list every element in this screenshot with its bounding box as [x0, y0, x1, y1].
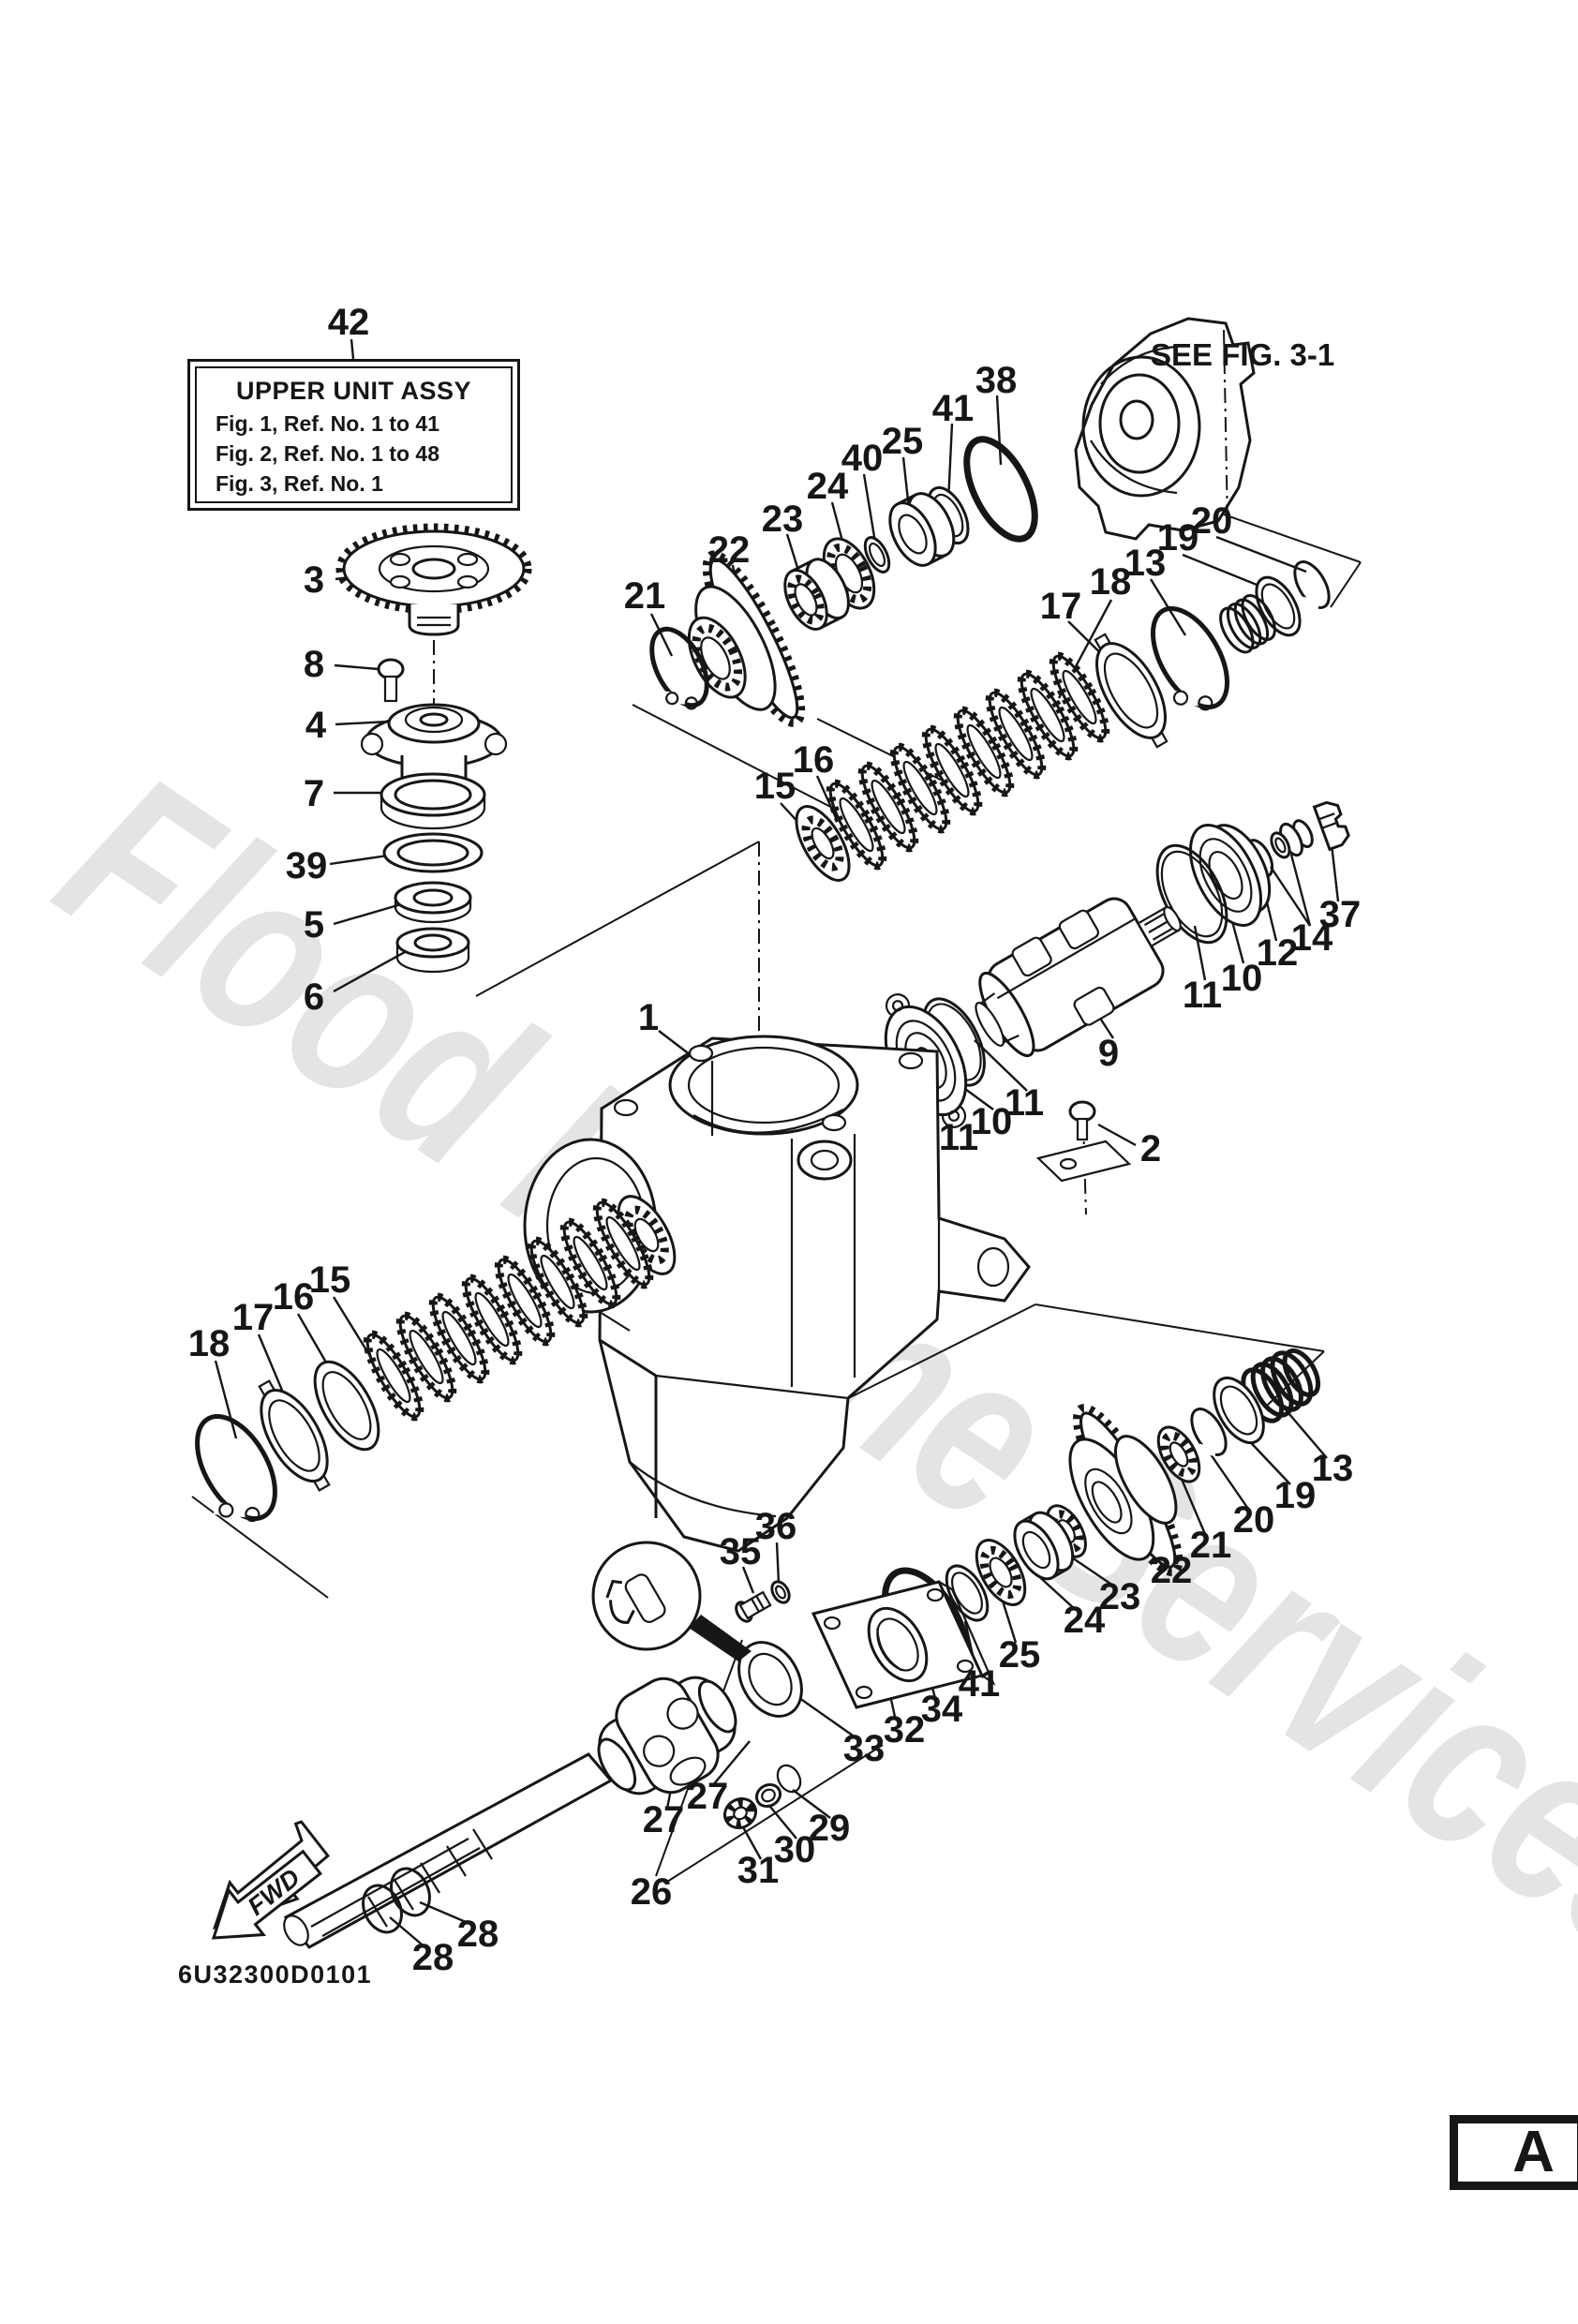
part-number-callout-26: 26 [630, 1871, 673, 1914]
part-number-callout-11: 11 [1004, 1082, 1045, 1125]
title-box-title: UPPER UNIT ASSY [235, 377, 472, 405]
lower-clutch-stack [195, 1187, 677, 1523]
part-number-callout-17: 17 [231, 1297, 275, 1339]
part-number-callout-41: 41 [958, 1663, 1001, 1706]
part-number-callout-27: 27 [642, 1799, 685, 1841]
part-number-callout-19: 19 [1273, 1475, 1317, 1517]
page-letter-box: A [1450, 2115, 1578, 2190]
part-number-callout-25: 25 [881, 421, 924, 463]
part-number-callout-20: 20 [1232, 1499, 1275, 1542]
detail-inset [591, 1541, 752, 1661]
part-number-callout-30: 30 [773, 1829, 816, 1871]
part-number-callout-2: 2 [1139, 1128, 1162, 1170]
part-number-callout-22: 22 [1150, 1550, 1193, 1592]
part-number-callout-41: 41 [931, 388, 975, 430]
part-number-callout-24: 24 [806, 466, 849, 508]
part-number-callout-42: 42 [327, 302, 370, 344]
drawing-code: 6U32300D0101 [178, 1960, 373, 1989]
part-number-callout-10: 10 [1220, 958, 1263, 1000]
part-number-callout-22: 22 [707, 529, 751, 572]
part-number-callout-33: 33 [842, 1728, 886, 1770]
driveshaft-ujoint-group [283, 1676, 802, 1949]
part-number-callout-15: 15 [753, 766, 796, 808]
part-number-callout-31: 31 [737, 1850, 780, 1892]
part-number-callout-18: 18 [1089, 561, 1132, 603]
part-number-callout-21: 21 [623, 575, 666, 618]
square-flange-32 [811, 1580, 996, 1709]
part-number-callout-32: 32 [883, 1709, 926, 1751]
part-number-callout-29: 29 [808, 1808, 851, 1850]
title-box: UPPER UNIT ASSY Fig. 1, Ref. No. 1 to 41… [187, 359, 520, 511]
part-number-callout-27: 27 [686, 1776, 729, 1818]
title-box-line-1: Fig. 1, Ref. No. 1 to 41 [216, 411, 439, 436]
part-number-callout-12: 12 [1256, 932, 1299, 975]
part-number-callout-37: 37 [1318, 894, 1362, 936]
part-number-callout-36: 36 [754, 1506, 797, 1548]
upper-gear-bearing-group [649, 436, 1038, 727]
part-number-callout-38: 38 [975, 360, 1018, 402]
part-number-callout-14: 14 [1290, 917, 1333, 960]
part-number-callout-7: 7 [303, 773, 325, 815]
part-number-callout-15: 15 [308, 1259, 351, 1302]
part-number-callout-1: 1 [637, 997, 660, 1039]
vertical-gear-stack [335, 523, 532, 974]
lower-drive-group [591, 1348, 1321, 1718]
part-number-callout-23: 23 [761, 499, 804, 541]
part-number-callout-21: 21 [1189, 1525, 1232, 1567]
part-number-callout-16: 16 [272, 1276, 315, 1318]
part-number-callout-23: 23 [1098, 1576, 1141, 1618]
part-number-callout-9: 9 [1097, 1033, 1120, 1075]
part-number-callout-11: 11 [1182, 975, 1223, 1017]
upper-clutch-stack [795, 560, 1331, 882]
part-number-callout-5: 5 [303, 904, 325, 946]
part-number-callout-19: 19 [1156, 517, 1199, 559]
part-number-callout-39: 39 [285, 845, 328, 887]
part-number-callout-3: 3 [303, 559, 325, 602]
part-number-callout-13: 13 [1124, 543, 1167, 585]
part-number-callout-18: 18 [187, 1323, 231, 1365]
part-number-callout-28: 28 [411, 1937, 454, 1979]
title-box-line-2: Fig. 2, Ref. No. 1 to 48 [216, 441, 439, 466]
page-letter: A [1512, 2120, 1555, 2184]
part-number-callout-10: 10 [970, 1101, 1013, 1143]
part-number-callout-35: 35 [719, 1531, 762, 1573]
title-box-inner: UPPER UNIT ASSY Fig. 1, Ref. No. 1 to 41… [195, 366, 513, 503]
part-number-callout-25: 25 [998, 1634, 1041, 1676]
title-box-line-3: Fig. 3, Ref. No. 1 [216, 471, 383, 496]
see-fig-gearcase [1074, 317, 1256, 541]
part-number-callout-24: 24 [1063, 1600, 1106, 1642]
part-number-callout-20: 20 [1190, 500, 1233, 543]
fwd-arrow: FWD [211, 1820, 330, 1940]
part-number-callout-6: 6 [303, 976, 325, 1019]
part-number-callout-34: 34 [920, 1689, 963, 1731]
part-number-callout-13: 13 [1311, 1448, 1354, 1490]
see-fig-reference-label: SEE FIG. 3-1 [1151, 337, 1335, 372]
part-number-callout-16: 16 [792, 739, 835, 782]
part-number-callout-8: 8 [303, 644, 325, 686]
part-number-callout-17: 17 [1039, 586, 1082, 628]
part-number-callout-40: 40 [841, 438, 884, 480]
part-number-callout-11: 11 [938, 1117, 979, 1159]
part-number-callout-4: 4 [305, 705, 327, 747]
part-number-callout-28: 28 [456, 1914, 499, 1956]
